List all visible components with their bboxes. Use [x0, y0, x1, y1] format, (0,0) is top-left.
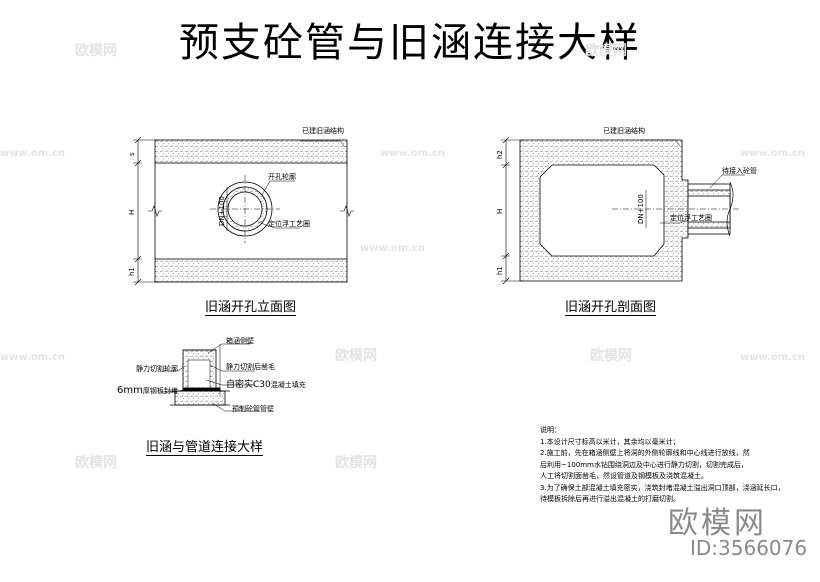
- detail-label-pipe-wall: 预制砼管管壁: [232, 405, 274, 413]
- elevation-bottom-slab: [154, 258, 348, 283]
- notes-line: 人工将切割面凿毛，然设管道及钢模板及浇筑混凝土。: [540, 472, 708, 480]
- watermark-tile: 欧模网: [335, 455, 377, 471]
- detail-label-plate-suffix: 厚钢板封堵: [142, 387, 178, 395]
- elevation-caption: 旧涵开孔立面图: [205, 300, 297, 315]
- elevation-label-existing: 已建旧涵结构: [302, 127, 344, 135]
- elevation-top-slab: [154, 139, 348, 164]
- watermark-url: www.om.cn: [740, 352, 806, 363]
- section-view: [501, 136, 745, 285]
- section-dim-h: H: [496, 208, 504, 214]
- watermark-url: www.om.cn: [360, 243, 426, 254]
- section-caption: 旧涵开孔剖面图: [565, 300, 657, 315]
- drawing-title: 预支砼管与旧涵连接大样: [179, 20, 641, 66]
- elevation-label-opening: 开孔轮廓: [268, 173, 296, 181]
- elevation-dim-h: H: [128, 209, 136, 215]
- notes-line: 2.施工前，先在箱涵侧壁上将洞的外侧轮廓线和中心线进行放线，然: [540, 449, 750, 457]
- elevation-label-dn: DN+100: [218, 196, 226, 226]
- section-label-pipe: 待接入砼管: [722, 167, 757, 175]
- detail-pipe-wall: [174, 390, 226, 406]
- watermark-url: www.om.cn: [380, 148, 446, 159]
- watermark-tile: 欧模网: [75, 455, 117, 471]
- section-wall: [519, 139, 689, 282]
- notes-line: 3.为了确保土部混凝土填充密实，浇筑封堵混凝土溢出洞口顶部，浇涵延长口，: [540, 483, 785, 492]
- elevation-label-shape: 定位浮工艺圈: [268, 220, 310, 228]
- detail-label-plate-text: 6mm: [117, 385, 143, 396]
- brand-watermark: 欧模网: [668, 506, 767, 541]
- detail-caption: 旧涵与管道连接大样: [146, 440, 264, 455]
- detail-label-plate: 6mm厚钢板封堵: [117, 385, 178, 396]
- watermark-tile: 欧模网: [590, 348, 632, 364]
- watermark-url: www.om.cn: [0, 352, 66, 363]
- section-dim-h1: h1: [496, 266, 504, 275]
- watermark-tile: 欧模网: [585, 43, 627, 59]
- notes-heading: 说明：: [540, 426, 561, 434]
- notes-line: 1.本设计尺寸标高以米计，其余均以毫米计；: [540, 437, 680, 446]
- elevation-dim-top: s: [128, 152, 136, 156]
- section-label-dn: DN+100: [637, 194, 645, 224]
- detail-label-fill: 自密实C30混凝土填充: [226, 377, 306, 390]
- notes-line: 后利用~100mm水钻围绕洞边及中心进行静力切割，切割完成后，: [540, 460, 748, 469]
- detail-label-wall: 箱涵侧壁: [226, 337, 254, 345]
- detail-fill: [187, 359, 211, 389]
- watermark-tile: 欧模网: [335, 348, 377, 364]
- elevation-view: [133, 136, 354, 286]
- detail-label-roughen: 静力切割后凿毛: [226, 363, 275, 371]
- detail-label-cut: 静力切割轮廓: [136, 365, 178, 373]
- detail-label-fill-suffix: 混凝土填充: [270, 381, 306, 389]
- section-label-shape: 定位浮工艺圈: [670, 214, 712, 222]
- elevation-dim-h1: h1: [128, 267, 136, 276]
- watermark-id: ID:3566076: [690, 536, 808, 560]
- detail-label-fill-text: 自密实C30: [226, 380, 271, 390]
- section-label-existing: 已建旧涵结构: [603, 127, 645, 135]
- section-dim-h2: h2: [496, 150, 504, 159]
- watermark-url: www.om.cn: [740, 148, 806, 159]
- watermark-url: www.om.cn: [0, 148, 66, 159]
- detail-view: [160, 343, 260, 412]
- notes-block: 说明： 1.本设计尺寸标高以米计，其余均以毫米计； 2.施工前，先在箱涵侧壁上将…: [540, 425, 790, 506]
- watermark-tile: 欧模网: [75, 43, 117, 59]
- notes-line: 待模板拆除后再进行溢出混凝土的打磨切割。: [540, 495, 680, 503]
- detail-plate: [182, 387, 221, 392]
